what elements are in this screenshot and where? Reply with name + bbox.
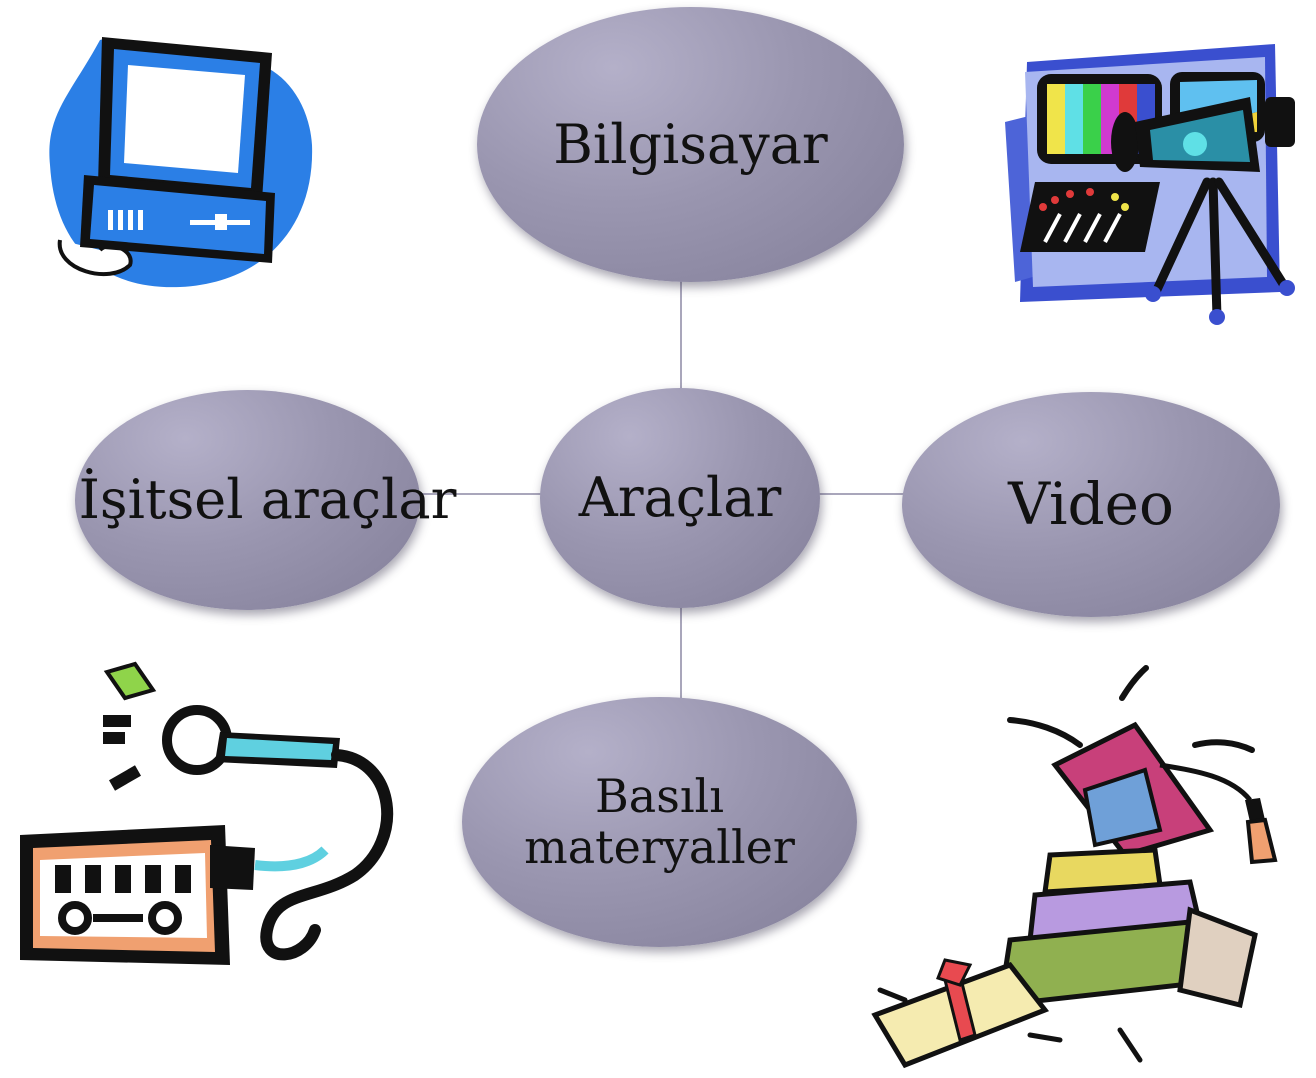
node-basili-materyaller: Basılı materyaller — [462, 697, 857, 947]
node-aracla: Araçlar — [540, 388, 820, 608]
node-isitsel-label: İşitsel araçlar — [78, 468, 457, 532]
node-araclar-label: Araçlar — [578, 466, 782, 530]
connector-bottom — [680, 600, 682, 710]
node-isitsel-araclar: İşitsel araçlar — [75, 390, 456, 610]
connector-left — [410, 493, 545, 495]
node-basili-line1: Basılı — [595, 769, 724, 824]
node-bilgisayar: Bilgisayar — [477, 7, 904, 282]
connector-top — [680, 270, 682, 400]
node-video: Video — [902, 392, 1280, 617]
node-basili-line2: materyaller — [524, 820, 795, 874]
video-camera-icon — [1005, 44, 1295, 325]
computer-icon — [49, 37, 313, 288]
graduation-books-icon — [871, 665, 1278, 1069]
cassette-microphone-icon — [20, 661, 394, 965]
connector-right — [815, 493, 910, 495]
node-video-label: Video — [1008, 469, 1174, 538]
node-bilgisayar-label: Bilgisayar — [553, 112, 828, 176]
